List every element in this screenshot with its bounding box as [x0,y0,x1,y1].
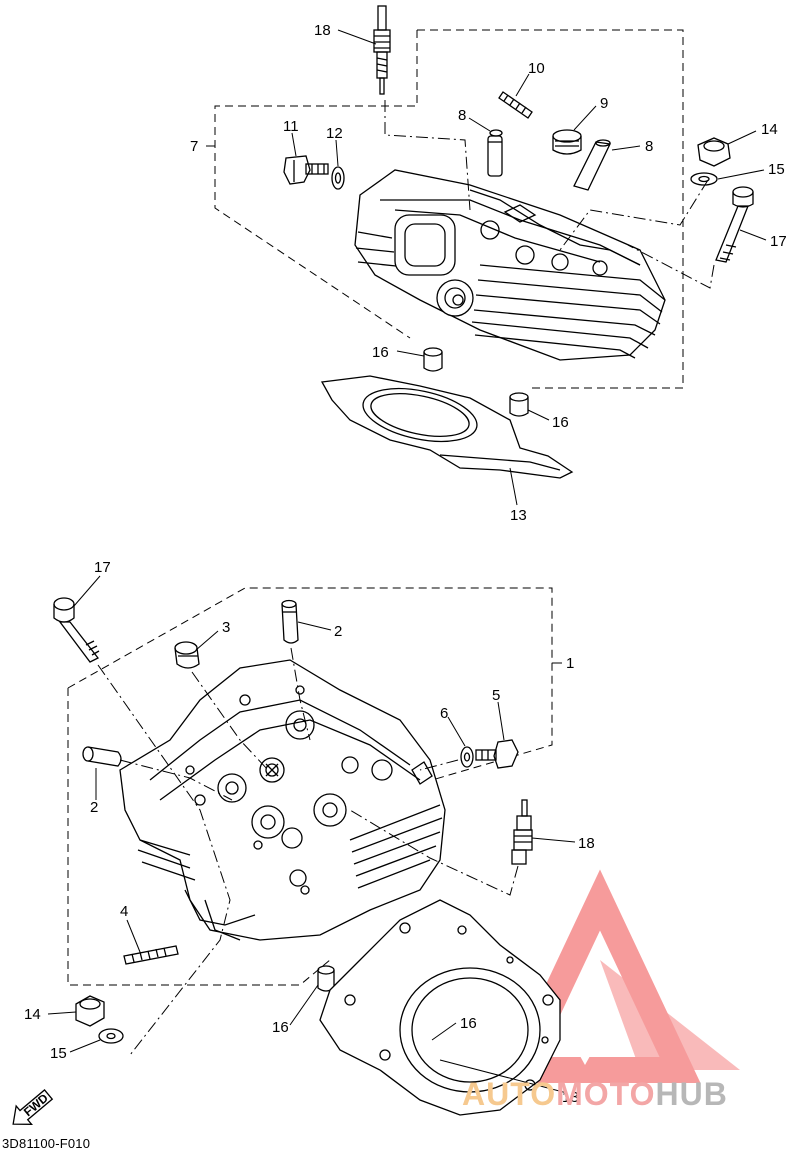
washer-6 [460,746,474,768]
leader-spark-plug [384,100,471,211]
valve-guide-right [573,139,611,191]
callout-11: 11 [283,118,299,135]
callout-17-top: 17 [770,233,787,250]
watermark-logo [499,869,740,1083]
leader-bolt-17-bottom [97,664,231,1056]
callout-15-bottom: 15 [50,1045,67,1062]
nut-14-top [697,137,731,167]
bolt-11 [283,155,329,185]
bolt-5 [475,739,519,769]
dowel-pin-bottom-left [317,965,335,992]
washer-15-top [690,172,718,186]
callout-2-left: 2 [90,799,98,816]
callout-18-bottom: 18 [578,835,595,852]
forward-arrow-icon: FWD [12,1089,54,1125]
callout-10: 10 [528,60,545,77]
bolt-17-top [715,186,754,263]
callout-13-bottom: 13 [562,1089,579,1106]
bolt-17-bottom [53,597,100,663]
plug-3 [174,641,200,669]
callout-1: 1 [566,655,574,672]
callout-6: 6 [440,705,448,722]
callout-13-top: 13 [510,507,527,524]
front-cylinder-head-assembly [53,587,561,1116]
dowel-2-top [281,599,299,644]
callout-3: 3 [222,619,230,636]
dowel-pin-top-left [423,347,443,372]
valve-guide-left [487,129,503,177]
callout-numbers: 18 10 9 8 8 7 11 12 14 15 17 16 16 13 17… [24,22,787,1106]
front-head-body [119,659,446,941]
callout-12: 12 [326,125,343,142]
head-gasket-bottom [319,899,561,1116]
watermark-text: AUTOMOTOHUB [462,1076,728,1113]
callout-8-right: 8 [645,138,653,155]
callout-17-bottom: 17 [94,559,111,576]
washer-15-bottom [98,1028,124,1044]
watermark-part-1: AUTO [462,1076,557,1112]
group-boundary-7 [417,29,684,389]
callout-7: 7 [190,138,198,155]
callout-4: 4 [120,903,128,920]
rear-head-body [354,169,666,361]
diagram-code: 3D81100-F010 [2,1136,91,1151]
callout-18-top: 18 [314,22,331,39]
callout-14-top: 14 [761,121,778,138]
watermark-part-3: HUB [655,1076,728,1112]
callout-16-top-left: 16 [372,344,389,361]
callout-16-bottom-left: 16 [272,1019,289,1036]
callout-2-top: 2 [334,623,342,640]
callout-16-bottom-right: 16 [460,1015,477,1032]
leader-bolt-17-top [559,179,709,251]
rear-cylinder-head-assembly [214,5,754,479]
callout-8-left: 8 [458,107,466,124]
head-gasket-top [320,375,574,479]
washer-12 [331,166,345,190]
dowel-pin-top-right [509,392,529,417]
plug-9 [552,129,582,155]
callout-5: 5 [492,687,500,704]
watermark-part-2: MOTO [556,1076,656,1112]
stud-4 [123,945,179,965]
spark-plug-top [373,5,391,95]
dowel-2-left [82,746,122,767]
callout-9: 9 [600,95,608,112]
callout-15-top: 15 [768,161,785,178]
callout-14-bottom: 14 [24,1006,41,1023]
callout-16-top-right: 16 [552,414,569,431]
leader-lines [47,29,767,1094]
nut-14-bottom [75,995,105,1027]
spark-plug-bottom [511,799,533,865]
stud-10 [498,91,533,119]
